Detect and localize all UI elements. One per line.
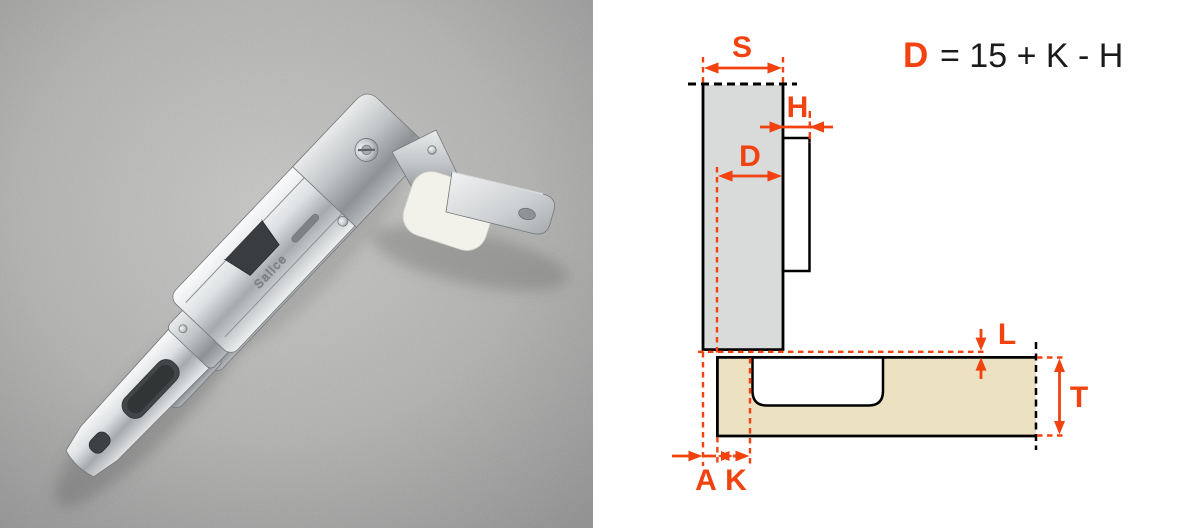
k-arrowhead-left bbox=[721, 451, 733, 461]
l-arrowhead-down bbox=[975, 337, 987, 351]
dimension-label-s: S bbox=[732, 31, 752, 64]
dimension-diagram: S H D bbox=[593, 0, 1177, 528]
dimension-label-k: K bbox=[725, 464, 747, 497]
cup-recess-fill bbox=[752, 357, 883, 406]
dimension-d: D bbox=[715, 140, 782, 356]
mounting-plate bbox=[781, 136, 811, 273]
a-arrowhead-left bbox=[688, 450, 703, 462]
k-arrowhead-right bbox=[735, 450, 750, 462]
screw-slot bbox=[357, 148, 375, 152]
h-arrowhead-right bbox=[809, 121, 824, 133]
hinge-photo-svg: Salice bbox=[0, 0, 593, 528]
cup-recess-outline bbox=[751, 357, 885, 407]
dimension-label-h: H bbox=[787, 91, 809, 124]
t-arrowhead-up bbox=[1054, 358, 1065, 372]
dimension-h: H bbox=[760, 91, 833, 143]
t-arrowhead-down bbox=[1054, 421, 1065, 435]
flange-highlight bbox=[451, 171, 544, 195]
hinge-body: Salice bbox=[65, 93, 427, 478]
dimension-label-a: A bbox=[695, 464, 717, 497]
formula-lhs: D bbox=[903, 36, 928, 75]
l-arrowhead-up bbox=[975, 357, 987, 371]
d-arrowhead-left bbox=[718, 170, 733, 182]
hinge-cup-cluster bbox=[391, 129, 555, 251]
dimension-label-t: T bbox=[1070, 381, 1088, 414]
d-arrowhead-right bbox=[767, 170, 782, 182]
dimension-t: T bbox=[1037, 356, 1088, 437]
arm-tip-slot bbox=[88, 431, 111, 454]
h-arrowhead-left bbox=[769, 121, 784, 133]
formula-rhs: = 15 + K - H bbox=[940, 37, 1123, 75]
rivet-icon bbox=[178, 324, 188, 334]
arm-oblong-slot bbox=[291, 213, 320, 243]
dimension-diagram-svg: S H D bbox=[672, 31, 1123, 497]
dimension-label-l: L bbox=[998, 318, 1016, 351]
dimension-l: L bbox=[975, 318, 1016, 379]
s-arrowhead-left bbox=[704, 62, 719, 74]
s-extension-lines bbox=[701, 57, 785, 83]
hinge-photo: Salice bbox=[0, 0, 593, 528]
s-arrowhead-right bbox=[767, 62, 782, 74]
arm-long-slot-inner bbox=[127, 364, 175, 414]
overlay-formula: D = 15 + K - H bbox=[903, 36, 1123, 75]
arm-window-highlight bbox=[223, 219, 263, 260]
flange-hole bbox=[518, 207, 536, 221]
rivet-icon bbox=[427, 145, 437, 155]
door-outline bbox=[716, 356, 1036, 438]
dimension-a-k: A K bbox=[672, 352, 752, 497]
dimension-label-d: D bbox=[739, 140, 761, 173]
dimension-s: S bbox=[701, 31, 785, 83]
t-extension-lines bbox=[1037, 356, 1067, 437]
door bbox=[716, 342, 1038, 450]
